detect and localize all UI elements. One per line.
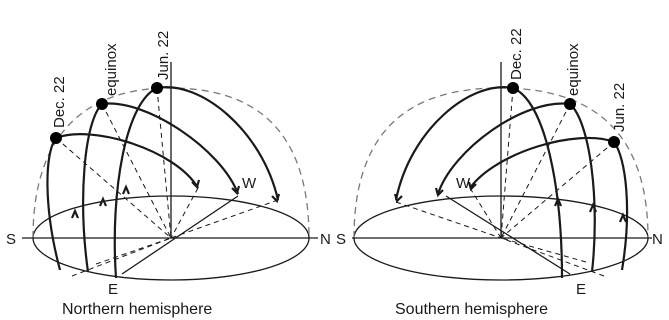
compass-west: W [456, 175, 471, 192]
sun-marker-equinox [96, 98, 108, 110]
east-west-line [445, 195, 571, 275]
caption-northern: Northern hemisphere [62, 301, 212, 318]
label-jun22: Jun. 22 [155, 31, 172, 80]
sun-marker-dec22 [50, 132, 62, 144]
northern-hemisphere-panel: Jun. 22 equinox Dec. 22 S N E W Northern… [6, 31, 331, 318]
sun-marker-jun22 [608, 136, 620, 148]
label-dec22: Dec. 22 [51, 76, 68, 128]
label-equinox: equinox [565, 43, 582, 96]
east-west-line [121, 195, 239, 275]
compass-east: E [108, 281, 118, 298]
label-equinox: equinox [103, 43, 120, 96]
compass-north: N [652, 231, 663, 248]
compass-east: E [576, 281, 586, 298]
construction-lines [395, 87, 615, 277]
label-dec22: Dec. 22 [508, 28, 525, 80]
southern-hemisphere-panel: Dec. 22 equinox Jun. 22 S N E W Southern… [336, 28, 663, 318]
compass-north: N [320, 231, 331, 248]
compass-west: W [242, 175, 257, 192]
sun-marker-dec22 [507, 82, 519, 94]
direction-arrows [393, 181, 628, 223]
compass-south: S [336, 231, 346, 248]
sun-marker-equinox [564, 98, 576, 110]
sun-marker-jun22 [151, 82, 163, 94]
caption-southern: Southern hemisphere [395, 301, 548, 318]
label-jun22: Jun. 22 [611, 83, 628, 132]
direction-arrows [70, 179, 281, 219]
construction-lines [55, 87, 279, 277]
sun-path-dec22 [394, 86, 564, 279]
sun-path-jun22 [469, 136, 629, 271]
compass-south: S [6, 231, 16, 248]
